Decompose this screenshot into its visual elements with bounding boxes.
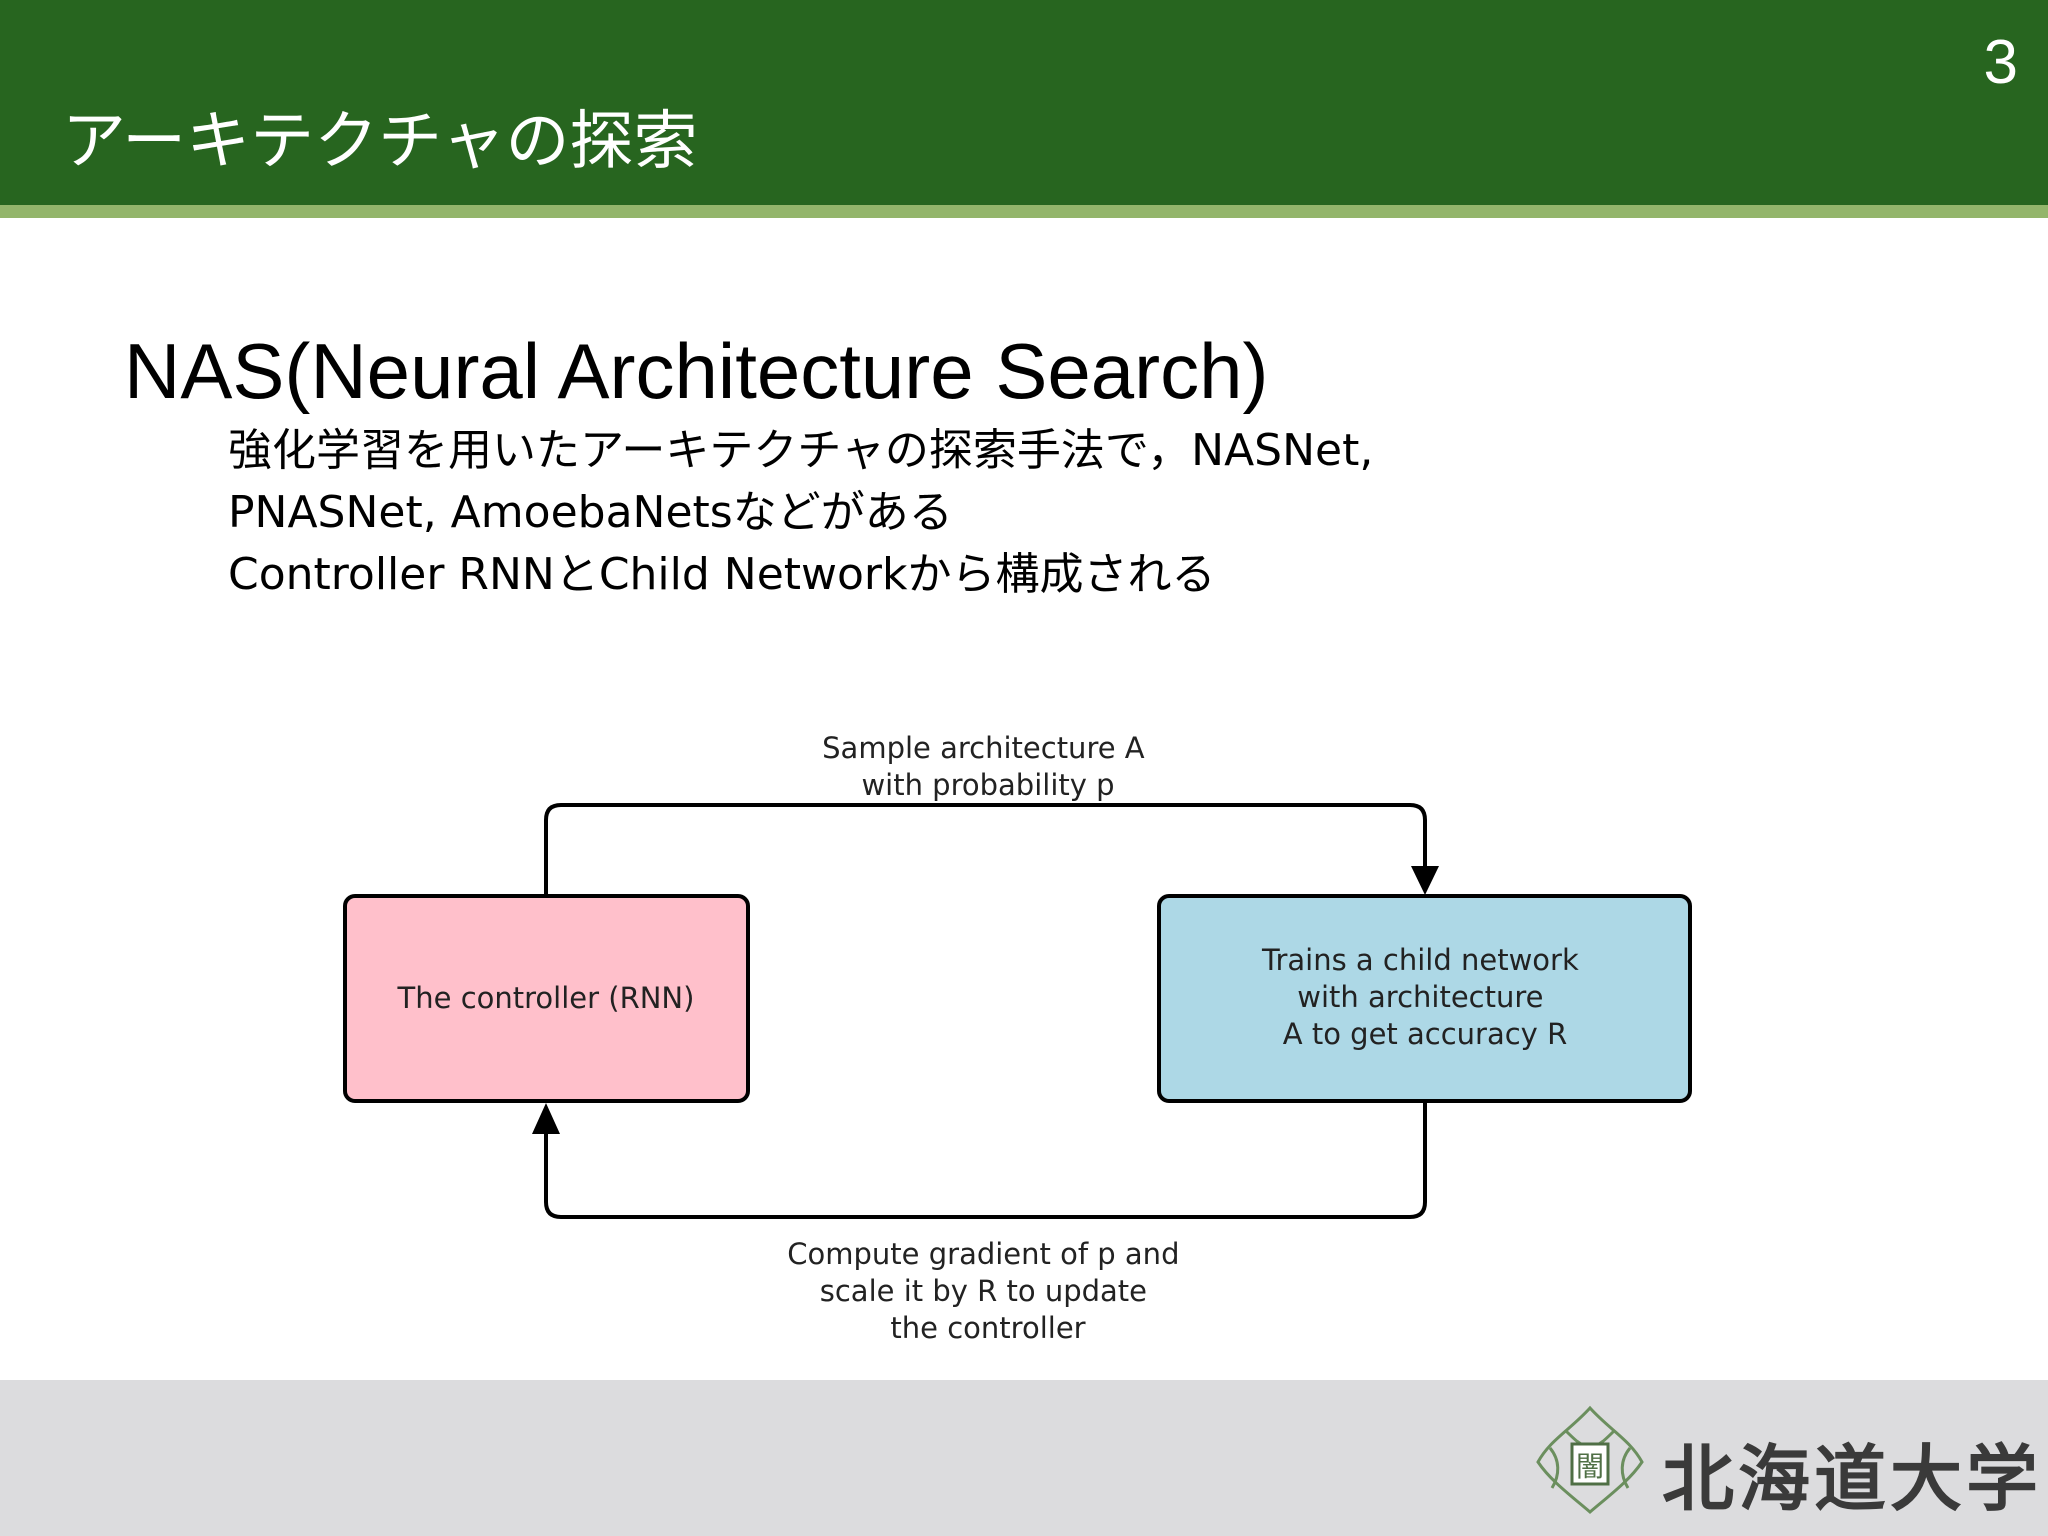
slide-number: 3 [1983,28,2018,97]
controller-box [343,894,750,1103]
bullet-line: PNASNet, AmoebaNetsなどがある [228,487,953,538]
top-label-line: with probability p [861,768,1114,802]
bullet-line: 強化学習を用いたアーキテクチャの探索手法で，NASNet, [228,425,1374,476]
top-arrow-label: Sample architecture A with probability p [822,731,1154,802]
bottom-arrow [544,1102,1427,1219]
bottom-label-line: scale it by R to update [820,1274,1147,1308]
bottom-arrow-label: Compute gradient of p and scale it by R … [787,1237,1188,1345]
child-label-line: A to get accuracy R [1283,1017,1567,1051]
top-arrow [544,803,1427,895]
child-label-line: Trains a child network [1261,943,1579,977]
bullet-list: 強化学習を用いたアーキテクチャの探索手法で，NASNet, PNASNet, A… [228,420,1373,606]
controller-label: The controller (RNN) [397,981,695,1015]
nas-diagram: The controller (RNN) Trains a child netw… [343,731,1692,1345]
university-name: 北海道大学 [1662,1436,2043,1521]
top-arrowhead [1411,866,1439,895]
emblem-glyph: 闇 [1576,1450,1604,1483]
slide-title: アーキテクチャの探索 [62,105,698,179]
top-label-line: Sample architecture A [822,731,1145,765]
bottom-label-line: the controller [890,1311,1085,1345]
main-heading: NAS(Neural Architecture Search) [124,327,1269,415]
bullet-line: Controller RNNとChild Networkから構成される [228,549,1216,600]
slide-footer [0,1380,2048,1536]
bottom-label-line: Compute gradient of p and [787,1237,1179,1271]
bottom-arrowhead [532,1103,560,1134]
child-network-box [1157,894,1692,1103]
child-label-line: with architecture [1297,980,1543,1014]
university-emblem-icon: 闇 [1536,1405,1644,1514]
slide-header [0,0,2048,205]
header-stripe [0,205,2048,218]
child-network-label: Trains a child network with architecture… [1261,943,1588,1051]
